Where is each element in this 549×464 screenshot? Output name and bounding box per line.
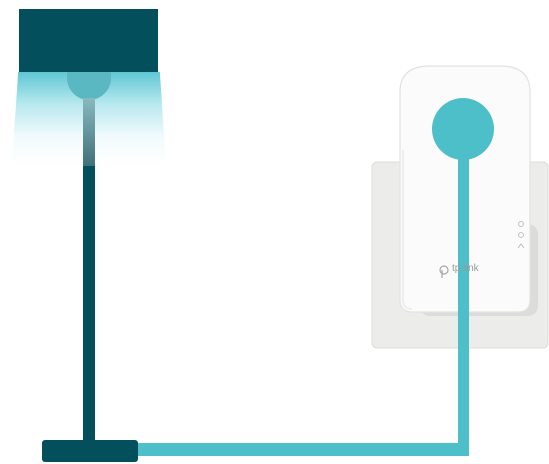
brand-text: tp-link <box>452 263 479 274</box>
power-cable-icon <box>136 443 469 456</box>
lamp-pole-top <box>83 98 95 168</box>
plug-socket-icon <box>432 98 494 160</box>
power-cable-vertical <box>458 158 469 456</box>
lamp-base <box>42 440 138 462</box>
lamp-pole <box>83 166 95 442</box>
floor-lamp-icon <box>19 9 158 72</box>
